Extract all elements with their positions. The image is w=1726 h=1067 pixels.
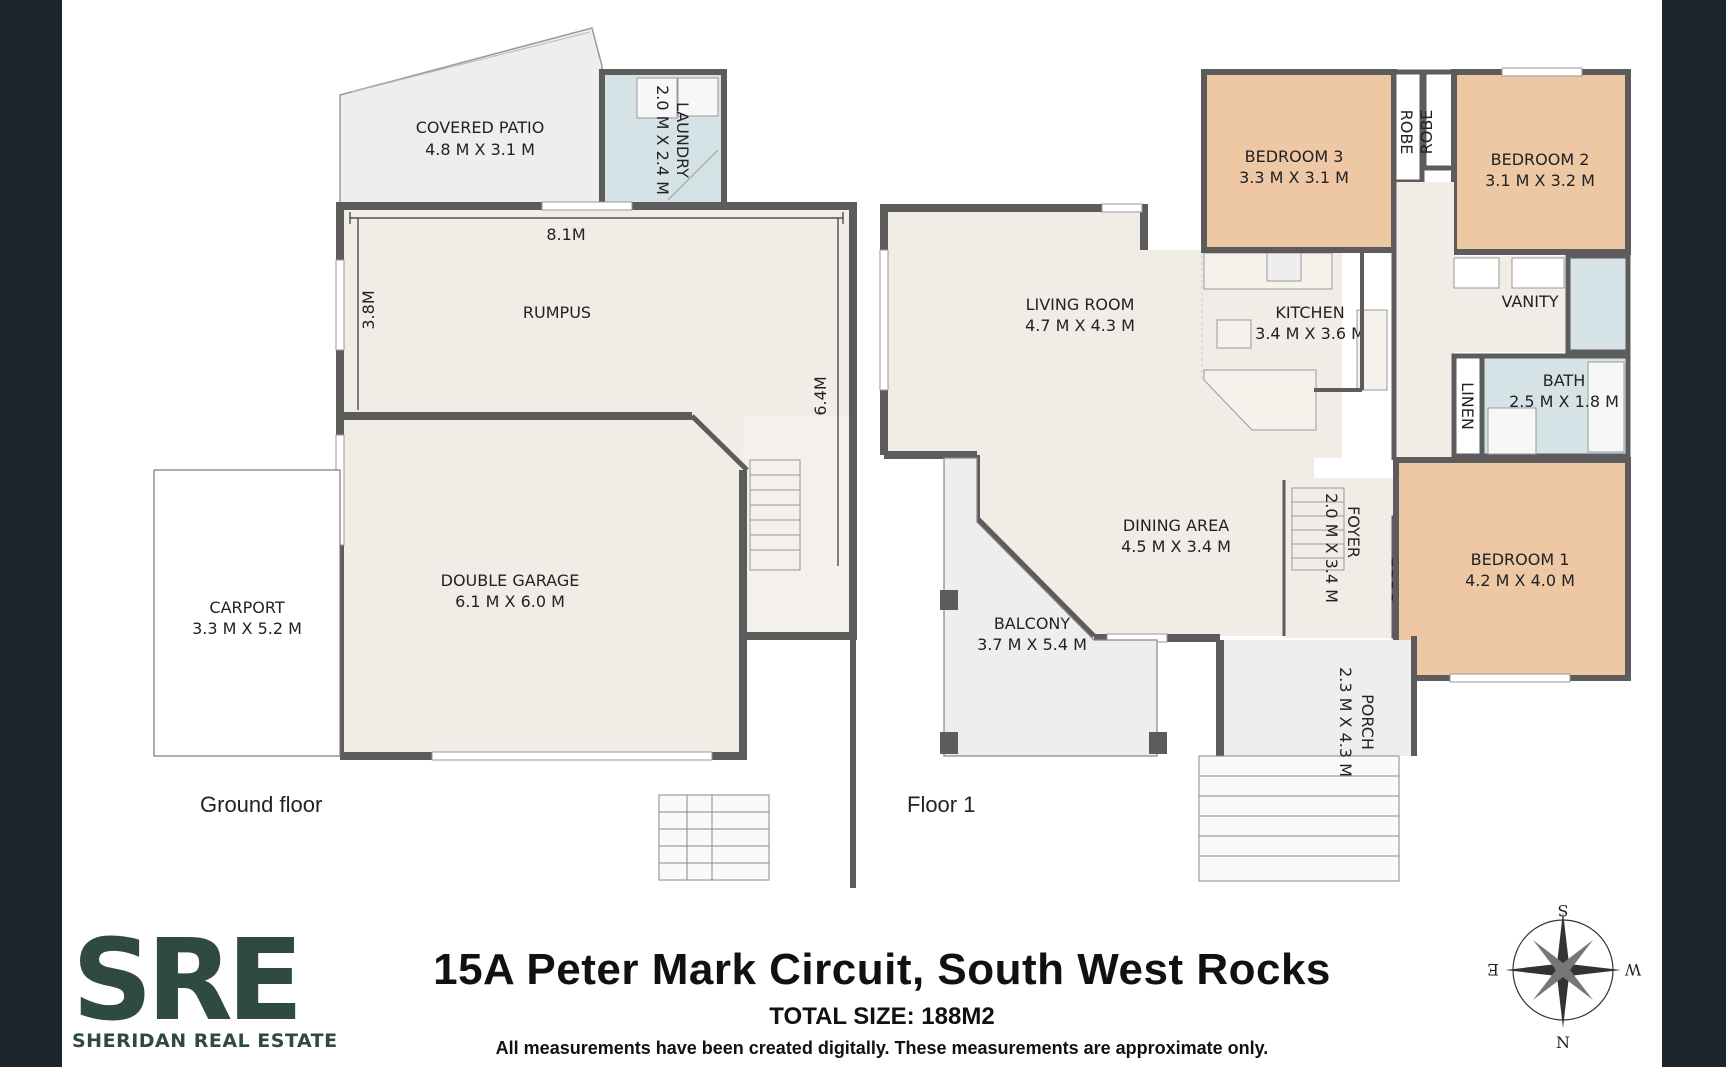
- logo-company-name: SHERIDAN REAL ESTATE: [72, 1030, 338, 1052]
- rumpus-label: RUMPUS: [523, 303, 591, 322]
- bedroom-3-label: BEDROOM 3: [1245, 147, 1344, 166]
- covered-patio-size: 4.8 M X 3.1 M: [425, 140, 535, 159]
- double-garage-room: [340, 416, 743, 756]
- porch-area: [1220, 640, 1414, 756]
- floor-1-plan: LIVING ROOM 4.7 M X 4.3 M KITCHEN 3.4 M …: [879, 67, 1631, 882]
- rumpus-width-dimension: 8.1M: [546, 225, 585, 244]
- total-size: TOTAL SIZE: 188M2: [769, 1003, 995, 1030]
- double-garage-size: 6.1 M X 6.0 M: [455, 592, 565, 611]
- robe-b-label: ROBE: [1417, 110, 1436, 155]
- ground-floor-plan: COVERED PATIO 4.8 M X 3.1 M LAUNDRY 2.0 …: [153, 27, 857, 888]
- toilet-room: [1565, 253, 1631, 355]
- linen-label: LINEN: [1458, 382, 1477, 430]
- living-room-label: LIVING ROOM: [1026, 295, 1135, 314]
- compass-right-letter: W: [1624, 960, 1641, 979]
- covered-patio-room: [339, 27, 603, 207]
- floor-plan-sheet: COVERED PATIO 4.8 M X 3.1 M LAUNDRY 2.0 …: [62, 0, 1662, 1067]
- linen-cupboard: [1451, 353, 1485, 459]
- robe-a-label: ROBE: [1397, 110, 1416, 155]
- balcony-label: BALCONY: [994, 614, 1071, 633]
- bedroom-3-room: [1201, 69, 1397, 253]
- stair-area: [743, 416, 853, 636]
- balcony-size: 3.7 M X 5.4 M: [977, 635, 1087, 654]
- bath-size: 2.5 M X 1.8 M: [1509, 392, 1619, 411]
- property-address: 15A Peter Mark Circuit, South West Rocks: [433, 945, 1331, 994]
- carport-label: CARPORT: [209, 598, 284, 617]
- bedroom-1-size: 4.2 M X 4.0 M: [1465, 571, 1575, 590]
- ground-floor-title: Ground floor: [200, 792, 322, 817]
- compass-top-letter: S: [1558, 901, 1569, 920]
- vanity-label: VANITY: [1501, 292, 1558, 311]
- compass-left-letter: E: [1487, 960, 1499, 979]
- bedroom-3-size: 3.3 M X 3.1 M: [1239, 168, 1349, 187]
- kitchen-size: 3.4 M X 3.6 M: [1255, 324, 1365, 343]
- rumpus-room: [340, 206, 853, 416]
- floor-1-title: Floor 1: [907, 792, 975, 817]
- bedroom-2-size: 3.1 M X 3.2 M: [1485, 171, 1595, 190]
- kitchen-label: KITCHEN: [1275, 303, 1344, 322]
- bedroom-2-room: [1451, 69, 1631, 255]
- carport-area: [153, 469, 341, 757]
- dining-area-label: DINING AREA: [1123, 516, 1229, 535]
- living-room-size: 4.7 M X 4.3 M: [1025, 316, 1135, 335]
- balcony-area: [943, 457, 1158, 757]
- bath-label: BATH: [1543, 371, 1585, 390]
- bedroom-1-room: [1393, 457, 1631, 681]
- double-garage-label: DOUBLE GARAGE: [441, 571, 580, 590]
- floor-plan-drawing: COVERED PATIO 4.8 M X 3.1 M LAUNDRY 2.0 …: [153, 27, 1641, 1052]
- porch-size: 2.3 M X 4.3 M: [1336, 667, 1355, 777]
- laundry-label: LAUNDRY: [673, 102, 692, 178]
- measurement-disclaimer: All measurements have been created digit…: [495, 1038, 1269, 1058]
- robe-a: [1391, 69, 1425, 185]
- foyer-label: FOYER: [1344, 506, 1363, 558]
- carport-size: 3.3 M X 5.2 M: [192, 619, 302, 638]
- hallway: [1394, 182, 1454, 458]
- overall-depth-dimension: 6.4M: [811, 376, 830, 415]
- bedroom-1-label: BEDROOM 1: [1471, 550, 1570, 569]
- logo-mark: SRE: [72, 916, 303, 1046]
- covered-patio-label: COVERED PATIO: [416, 118, 545, 137]
- compass-rose-icon: S N E W: [1487, 901, 1641, 1052]
- compass-bottom-letter: N: [1556, 1033, 1570, 1052]
- sheridan-real-estate-logo: SRE SHERIDAN REAL ESTATE: [72, 925, 338, 1060]
- laundry-size: 2.0 M X 2.4 M: [653, 85, 672, 195]
- living-dining-room: [884, 208, 1342, 640]
- dining-area-size: 4.5 M X 3.4 M: [1121, 537, 1231, 556]
- porch-label: PORCH: [1358, 694, 1377, 750]
- foyer-size: 2.0 M X 3.4 M: [1322, 493, 1341, 603]
- bedroom-2-label: BEDROOM 2: [1491, 150, 1590, 169]
- rumpus-depth-dimension: 3.8M: [359, 290, 378, 329]
